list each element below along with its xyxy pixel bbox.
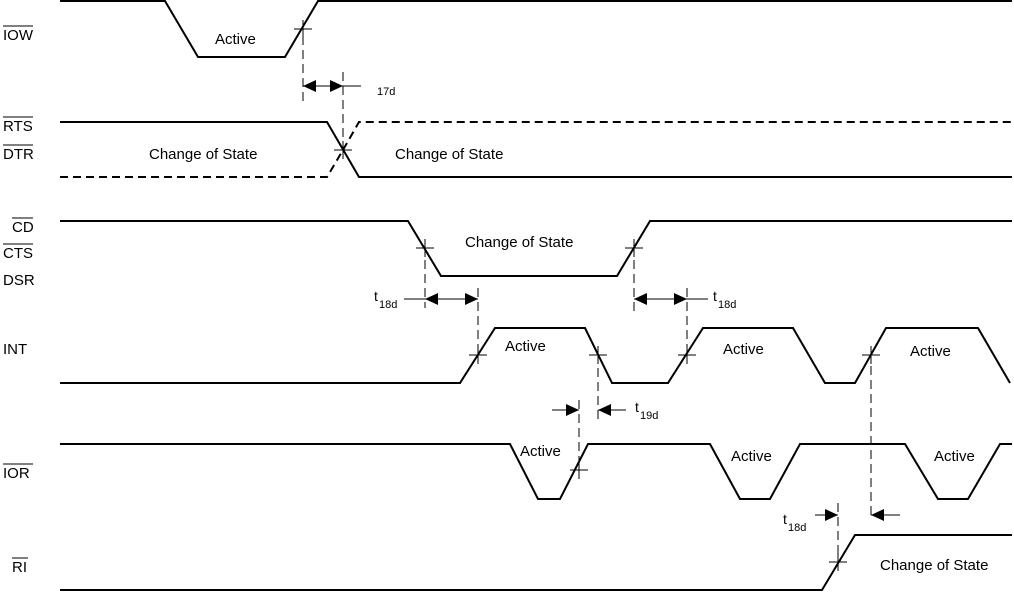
waveform-ri	[60, 534, 1012, 591]
waveform-dtr-dashed-right	[342, 121, 1012, 151]
tick-mark	[570, 461, 588, 479]
arrow-t17d	[303, 80, 361, 92]
signal-label-cd: CD	[12, 219, 34, 236]
ior-active-label-2: Active	[731, 448, 772, 465]
tick-mark	[678, 346, 696, 364]
int-active-label-2: Active	[723, 341, 764, 358]
arrow-t18d-3	[815, 509, 900, 521]
crossing-marks	[294, 20, 880, 571]
signal-label-iow: IOW	[3, 27, 34, 44]
int-active-label-3: Active	[910, 343, 951, 360]
t18d-label-2: t 18d	[713, 288, 736, 311]
iow-active-label: Active	[215, 31, 256, 48]
ior-active-label-3: Active	[934, 448, 975, 465]
arrow-t18d-2	[634, 293, 708, 305]
t18d-main-3: t	[783, 511, 787, 527]
tick-mark	[589, 346, 607, 364]
t18d-label-3: t 18d	[783, 511, 806, 534]
timing-labels: 17d t 18d t 18d t 19d t 18d	[374, 86, 806, 534]
t18d-label-1: t 18d	[374, 288, 397, 311]
tick-mark	[862, 346, 880, 364]
tick-mark	[294, 20, 312, 38]
signal-label-dtr: DTR	[3, 146, 34, 163]
ri-change-label: Change of State	[880, 557, 988, 574]
rts-dtr-change-left-label: Change of State	[149, 146, 257, 163]
int-active-label-1: Active	[505, 338, 546, 355]
rts-dtr-change-right-label: Change of State	[395, 146, 503, 163]
signal-label-int: INT	[3, 341, 27, 358]
signal-label-ior: IOR	[3, 465, 30, 482]
signal-label-dsr: DSR	[3, 272, 35, 289]
t18d-main-2: t	[713, 288, 717, 304]
modem-change-label: Change of State	[465, 234, 573, 251]
arrow-t19d	[552, 404, 626, 416]
waveform-modem-status	[60, 220, 1012, 277]
tick-mark	[334, 141, 352, 159]
t18d-main-1: t	[374, 288, 378, 304]
tick-mark	[416, 239, 434, 257]
signal-labels: IOW RTS DTR CD CTS DSR INT IOR RI	[3, 25, 35, 576]
waveform-dtr-dashed-left	[60, 149, 344, 178]
t19d-main: t	[635, 399, 639, 415]
arrow-t18d-1	[404, 293, 478, 305]
t18d-sub-3: 18d	[788, 522, 806, 534]
ior-active-label-1: Active	[520, 443, 561, 460]
waveform-iow	[60, 0, 1012, 58]
t18d-sub-2: 18d	[718, 299, 736, 311]
waveform-ior	[60, 443, 1012, 500]
t17d-label: 17d	[377, 86, 395, 98]
waveforms	[60, 0, 1012, 591]
tick-mark	[625, 239, 643, 257]
tick-mark	[829, 553, 847, 571]
t18d-sub-1: 18d	[379, 299, 397, 311]
signal-label-ri: RI	[12, 559, 27, 576]
signal-label-rts: RTS	[3, 118, 33, 135]
tick-mark	[469, 346, 487, 364]
timing-arrows	[303, 80, 900, 521]
t19d-label: t 19d	[635, 399, 658, 422]
signal-label-cts: CTS	[3, 245, 33, 262]
t19d-sub: 19d	[640, 410, 658, 422]
guide-lines	[302, 22, 872, 563]
state-labels: Active Change of State Change of State C…	[149, 31, 988, 574]
waveform-int	[60, 327, 1011, 384]
